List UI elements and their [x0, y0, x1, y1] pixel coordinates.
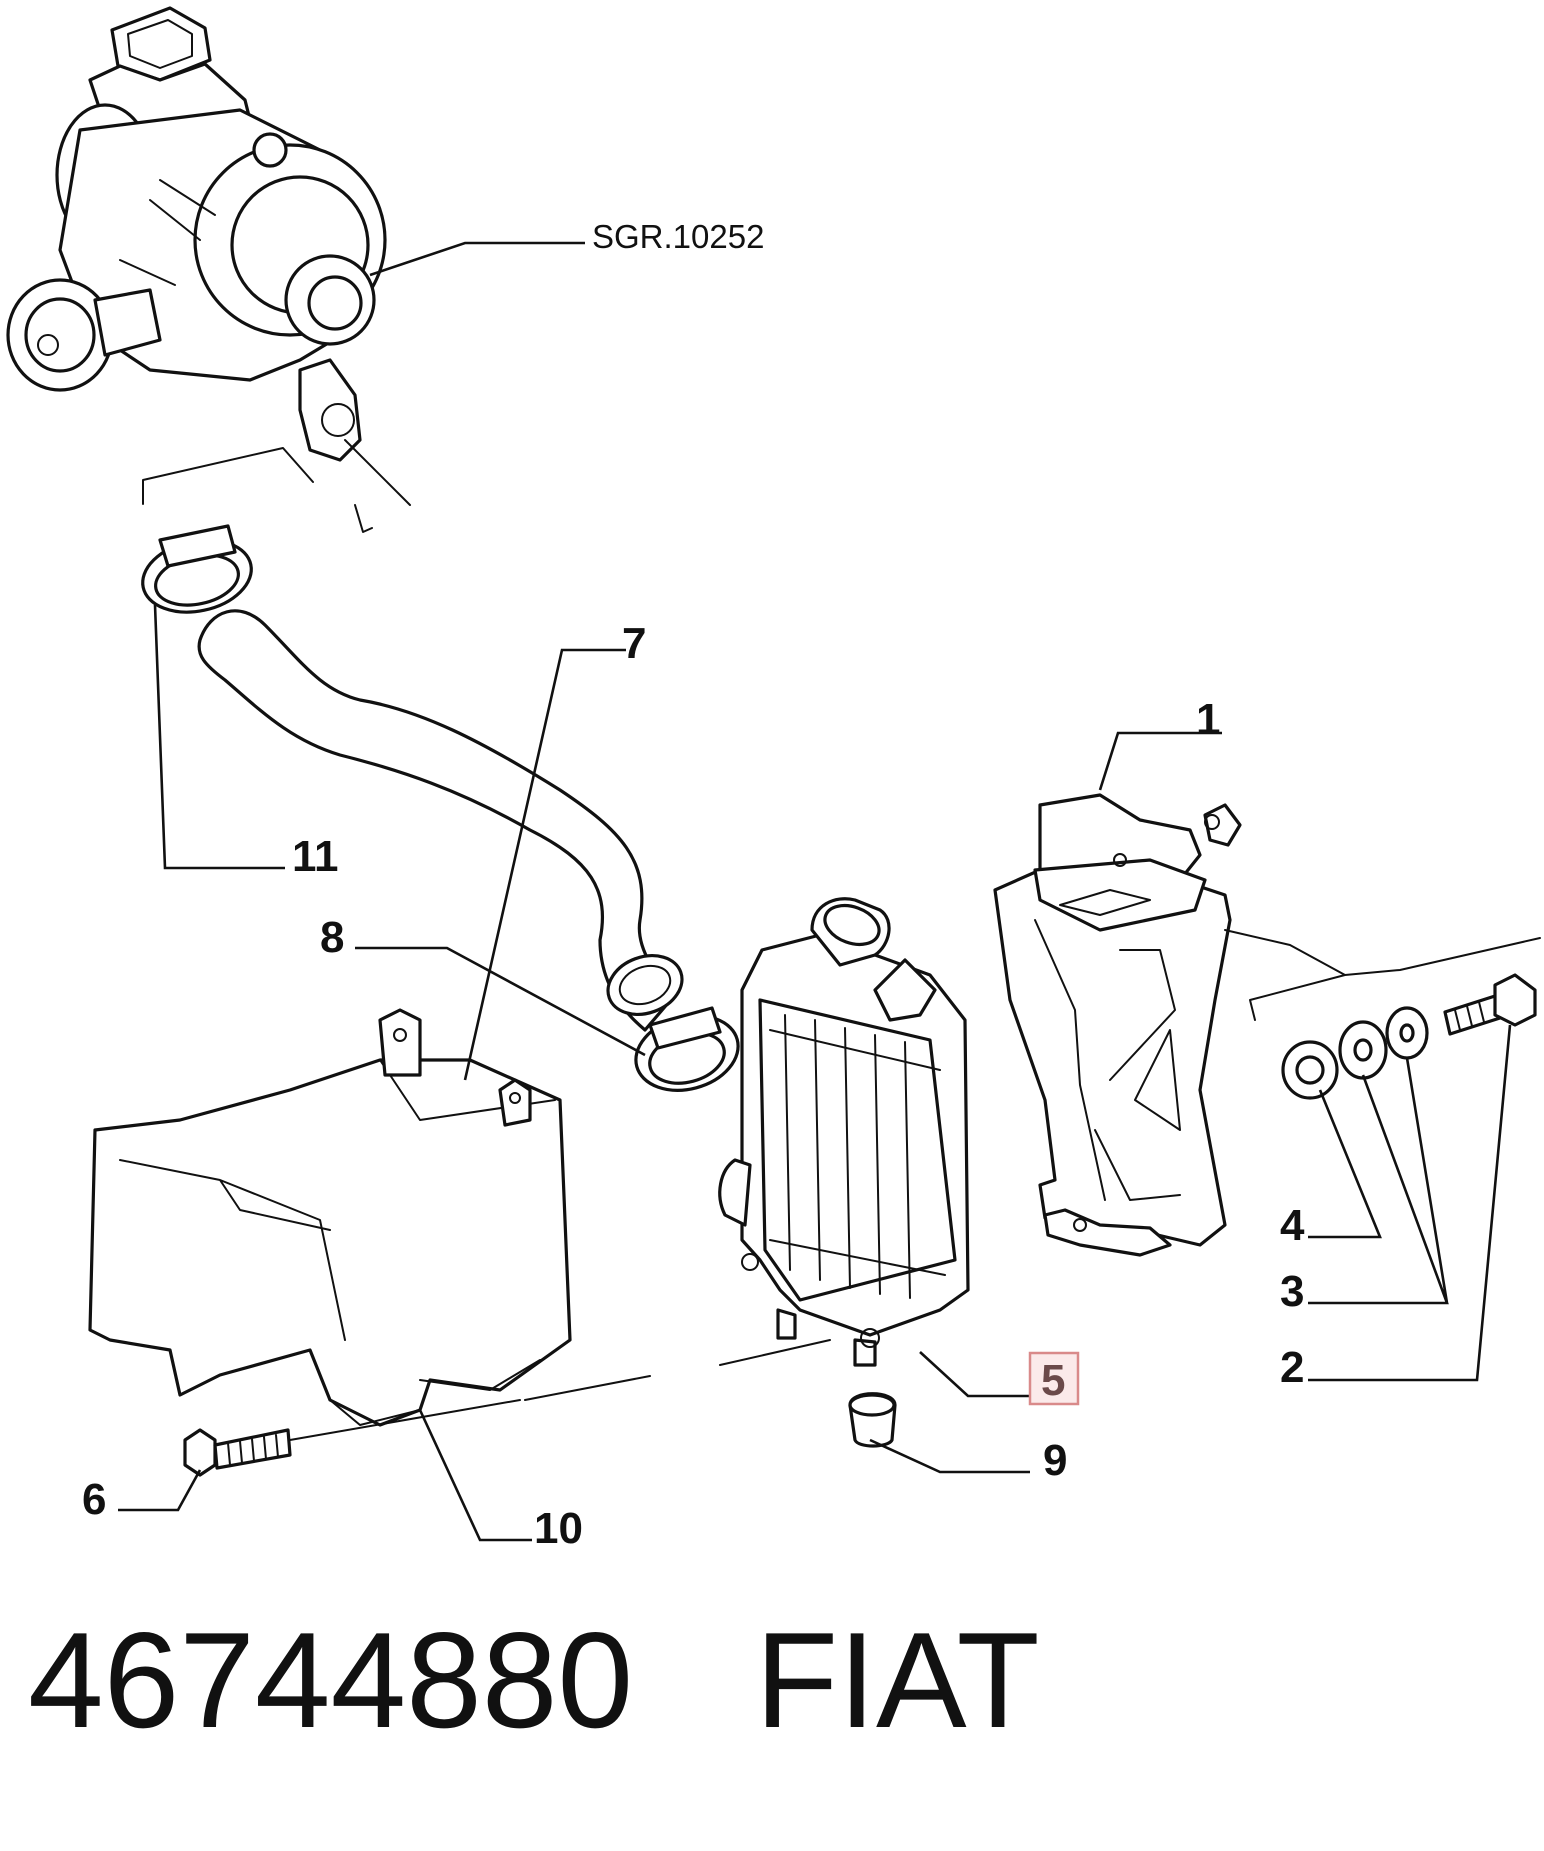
part-caption: 46744880 FIAT [28, 1605, 1040, 1755]
callout-7: 7 [622, 619, 646, 668]
grommet-9-drawing [848, 1392, 897, 1448]
callout-6: 6 [82, 1475, 106, 1524]
hose-7-drawing [197, 609, 684, 1032]
highlight-callout-5: 5 [1028, 1351, 1080, 1406]
hardware-drawing [1281, 973, 1537, 1100]
callout-3: 3 [1280, 1267, 1304, 1316]
air-duct-10-drawing [88, 1008, 572, 1427]
callout-8: 8 [320, 913, 344, 962]
callout-4: 4 [1280, 1201, 1305, 1250]
intercooler-5-drawing [718, 897, 970, 1367]
callout-9: 9 [1043, 1436, 1067, 1485]
brand-name: FIAT [755, 1604, 1040, 1756]
bracket-1-drawing [993, 793, 1242, 1257]
callout-1: 1 [1196, 695, 1220, 744]
callout-11: 11 [292, 832, 339, 881]
reference-label: SGR.10252 [592, 218, 764, 255]
callout-5: 5 [1041, 1356, 1065, 1405]
callout-10: 10 [534, 1504, 583, 1553]
highlight-box [1028, 1351, 1080, 1406]
turbocharger-drawing [6, 6, 411, 506]
part-number: 46744880 [28, 1604, 634, 1756]
callout-2: 2 [1280, 1343, 1304, 1392]
bolt-6-drawing [183, 1428, 292, 1477]
clamp-8-drawing [634, 1006, 740, 1092]
clamp-11-drawing [141, 524, 253, 614]
